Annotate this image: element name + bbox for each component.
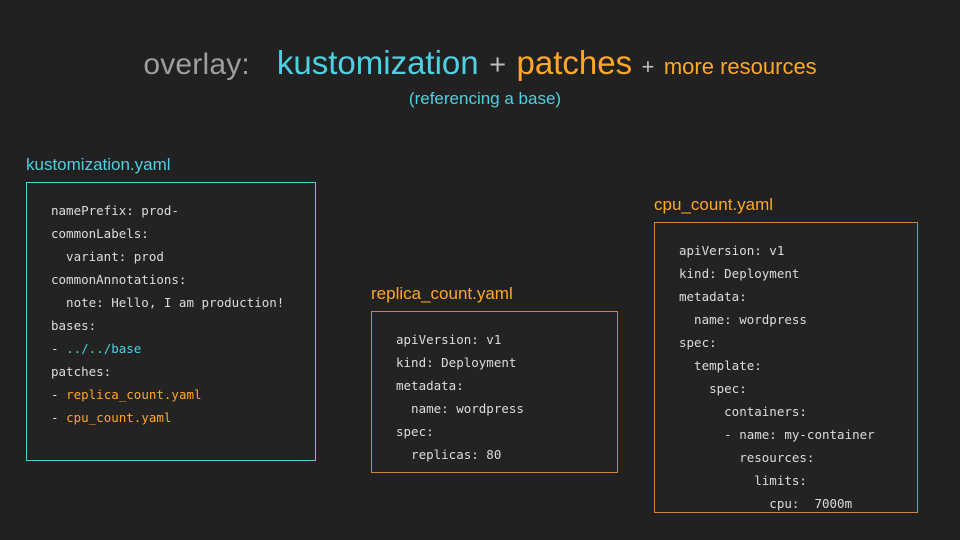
code-token: - [51, 387, 67, 402]
code-line: limits: [679, 469, 903, 492]
headline: overlay: kustomization + patches + more … [0, 46, 960, 80]
code-line: kind: Deployment [396, 351, 603, 374]
code-line: apiVersion: v1 [396, 328, 603, 351]
code-token: metadata: [396, 378, 464, 393]
code-line: - ../../base [51, 337, 301, 360]
code-token: template: [679, 358, 762, 373]
code-token: kind: Deployment [679, 266, 800, 281]
code-token: commonAnnotations: [51, 272, 187, 287]
code-token: cpu: 7000m [679, 496, 853, 511]
code-token: spec: [396, 424, 434, 439]
code-token: bases: [51, 318, 97, 333]
code-token: spec: [679, 335, 717, 350]
code-token: namePrefix: prod- [51, 203, 179, 218]
code-line: note: Hello, I am production! [51, 291, 301, 314]
code-line: template: [679, 354, 903, 377]
code-line: spec: [679, 331, 903, 354]
headline-term-more-resources: more resources [663, 54, 817, 79]
headline-term-patches: patches [516, 44, 633, 81]
headline-plus-1: + [489, 49, 507, 81]
code-token: resources: [679, 450, 815, 465]
code-line: variant: prod [51, 245, 301, 268]
code-token: - [51, 410, 67, 425]
code-token: containers: [679, 404, 807, 419]
code-token: cpu_count.yaml [66, 410, 172, 425]
slide-header: overlay: kustomization + patches + more … [0, 46, 960, 109]
code-lines-kustomization: namePrefix: prod-commonLabels: variant: … [27, 183, 315, 443]
code-line: spec: [396, 420, 603, 443]
code-token: apiVersion: v1 [396, 332, 502, 347]
code-line: name: wordpress [396, 397, 603, 420]
headline-subtitle: (referencing a base) [408, 89, 562, 108]
card-replica-count-yaml: replica_count.yaml apiVersion: v1 kind: D… [371, 285, 618, 473]
code-line: commonAnnotations: [51, 268, 301, 291]
code-line: metadata: [679, 285, 903, 308]
code-token: patches: [51, 364, 112, 379]
card-title-kustomization: kustomization.yaml [26, 155, 171, 174]
code-token: variant: prod [51, 249, 164, 264]
headline-plus-2: + [641, 54, 655, 79]
code-token: - name: my-container [679, 427, 875, 442]
code-token: commonLabels: [51, 226, 149, 241]
code-line: commonLabels: [51, 222, 301, 245]
code-token: replicas: 80 [396, 447, 502, 462]
headline-overlay-label: overlay: [143, 48, 250, 81]
card-kustomization-yaml: kustomization.yaml namePrefix: prod-comm… [26, 156, 316, 461]
headline-term-kustomization: kustomization [276, 44, 479, 81]
code-line: resources: [679, 446, 903, 469]
code-block-kustomization: namePrefix: prod-commonLabels: variant: … [26, 182, 316, 461]
code-token: kind: Deployment [396, 355, 517, 370]
code-line: - cpu_count.yaml [51, 406, 301, 429]
code-line: kind: Deployment [679, 262, 903, 285]
card-title-replica-count: replica_count.yaml [371, 284, 513, 303]
code-token: spec: [679, 381, 747, 396]
code-line: patches: [51, 360, 301, 383]
card-title-cpu-count: cpu_count.yaml [654, 195, 774, 214]
code-line: apiVersion: v1 [679, 239, 903, 262]
code-token: apiVersion: v1 [679, 243, 785, 258]
code-token: metadata: [679, 289, 747, 304]
code-line: containers: [679, 400, 903, 423]
code-line: replicas: 80 [396, 443, 603, 466]
card-cpu-count-yaml: cpu_count.yaml apiVersion: v1 kind: Deplo… [654, 196, 918, 513]
code-token: note: Hello, I am production! [51, 295, 285, 310]
code-line: cpu: 7000m [679, 492, 903, 515]
code-token: name: wordpress [396, 401, 524, 416]
code-line: - replica_count.yaml [51, 383, 301, 406]
code-line: bases: [51, 314, 301, 337]
code-token: limits: [679, 473, 807, 488]
code-token: ../../base [66, 341, 142, 356]
code-line: spec: [679, 377, 903, 400]
code-line: name: wordpress [679, 308, 903, 331]
code-token: - [51, 341, 67, 356]
code-token: replica_count.yaml [66, 387, 202, 402]
code-line: - name: my-container [679, 423, 903, 446]
code-line: metadata: [396, 374, 603, 397]
code-token: name: wordpress [679, 312, 807, 327]
code-line: namePrefix: prod- [51, 199, 301, 222]
